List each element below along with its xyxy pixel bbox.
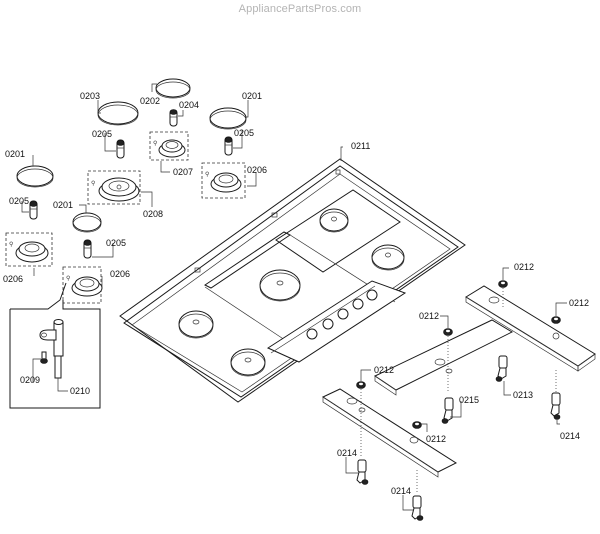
screw-0209[interactable] [40, 351, 48, 364]
orifice-0214-b[interactable] [356, 459, 369, 485]
orifice-0214-c[interactable] [411, 495, 424, 521]
callout-0212-d: 0212 [374, 365, 394, 375]
burner-base-0206-c[interactable]: ⚲ [62, 266, 103, 304]
callout-0202: 0202 [140, 96, 160, 106]
callout-0206-b: 0206 [3, 274, 23, 284]
burner-cap-0201-top[interactable] [209, 107, 247, 130]
callout-0215: 0215 [459, 395, 479, 405]
electrode-0205-a[interactable] [116, 139, 125, 159]
electrode-0205-b[interactable] [224, 136, 233, 156]
callout-0201-mid: 0201 [53, 200, 73, 210]
valve-shaft-0210[interactable] [39, 319, 64, 379]
grommet-0212-c[interactable] [443, 328, 453, 336]
svg-text:⚲: ⚲ [205, 171, 209, 178]
callout-0204: 0204 [179, 100, 199, 110]
leader-lines [21, 83, 567, 511]
burner-base-0208[interactable]: ⚲ [87, 170, 141, 205]
svg-text:⚲: ⚲ [9, 241, 13, 248]
callout-0201-top: 0201 [242, 91, 262, 101]
burner-base-0206-b[interactable]: ⚲ [5, 232, 53, 267]
burner-well-front [230, 348, 266, 377]
svg-text:⚲: ⚲ [153, 140, 157, 147]
callout-0214-c: 0214 [391, 486, 411, 496]
callout-0205-d: 0205 [106, 238, 126, 248]
callout-0207: 0207 [173, 167, 193, 177]
callout-0212-e: 0212 [426, 434, 446, 444]
detail-callout-box [9, 282, 101, 409]
callout-0212-c: 0212 [419, 311, 439, 321]
callout-0208: 0208 [143, 209, 163, 219]
callout-0206-a: 0206 [247, 165, 267, 175]
burner-cap-0202[interactable] [155, 78, 191, 99]
grommet-0212-a[interactable] [498, 280, 508, 288]
grommet-0212-b[interactable] [551, 316, 561, 324]
burner-well-back-right [319, 208, 349, 233]
electrode-0205-c[interactable] [29, 200, 38, 220]
callout-0205-a: 0205 [92, 129, 112, 139]
burner-well-center [259, 269, 301, 302]
burner-cap-0201-mid[interactable] [72, 212, 102, 233]
callout-0212-a: 0212 [514, 262, 534, 272]
callout-0209: 0209 [20, 375, 40, 385]
guide-lines [360, 288, 557, 494]
burner-well-front-left [178, 310, 214, 339]
svg-text:⚲: ⚲ [91, 180, 95, 187]
grommet-0212-e[interactable] [412, 421, 422, 429]
burner-cap-0203[interactable] [97, 101, 139, 126]
grommet-0212-d[interactable] [356, 381, 366, 389]
watermark: AppliancePartsPros.com [238, 3, 362, 15]
manifold-frame[interactable] [321, 285, 596, 478]
burner-cap-0201-left[interactable] [16, 165, 54, 188]
callout-0211: 0211 [351, 141, 370, 151]
electrode-0205-d[interactable] [83, 239, 92, 259]
callout-0203: 0203 [80, 91, 100, 101]
callout-0214-b: 0214 [337, 448, 357, 458]
burner-base-0206-a[interactable]: ⚲ [201, 162, 246, 199]
burner-base-0207[interactable]: ⚲ [149, 131, 189, 161]
callout-0214-a: 0214 [560, 431, 580, 441]
orifice-0213[interactable] [495, 355, 508, 382]
callout-0206-c: 0206 [110, 269, 130, 279]
callout-0210: 0210 [70, 386, 90, 396]
cooktop-0211[interactable] [119, 158, 466, 403]
svg-text:⚲: ⚲ [66, 275, 70, 282]
callout-0205-c: 0205 [9, 196, 29, 206]
callout-0201-left: 0201 [5, 149, 25, 159]
callout-0212-b: 0212 [569, 298, 589, 308]
callout-0213: 0213 [513, 390, 533, 400]
burner-well-right [371, 244, 405, 271]
callout-0205-b: 0205 [234, 128, 254, 138]
orifice-0214-a[interactable] [550, 392, 561, 420]
electrode-0204[interactable] [169, 109, 178, 127]
orifice-0215[interactable] [441, 397, 454, 424]
